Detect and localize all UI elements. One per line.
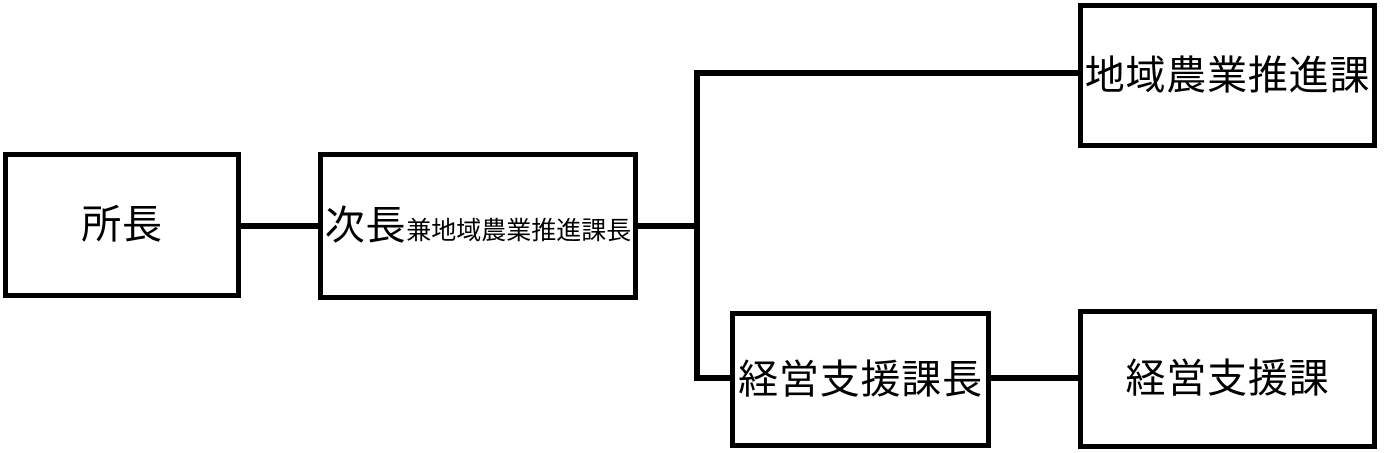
node-management-support-chief-label: 経営支援課長 [738, 356, 983, 403]
node-agriculture-promotion-division: 地域農業推進課 [1078, 3, 1377, 148]
node-management-support-division: 経営支援課 [1078, 309, 1377, 449]
connector-branch-to-support-chief [694, 375, 733, 381]
connector-director-to-deputy [238, 223, 321, 229]
connector-branch-trunk [694, 70, 700, 381]
node-director: 所長 [3, 152, 241, 298]
node-deputy-director: 次長 兼地域農業推進課長 [318, 152, 638, 300]
node-management-support-division-label: 経営支援課 [1125, 356, 1330, 402]
connector-support-chief-to-support-division [988, 375, 1081, 381]
node-management-support-chief: 経営支援課長 [730, 311, 991, 448]
node-deputy-director-label-sub: 兼地域農業推進課長 [406, 216, 632, 245]
connector-deputy-to-branch [635, 223, 700, 229]
node-deputy-director-label-group: 次長 兼地域農業推進課長 [325, 206, 632, 246]
node-director-label: 所長 [81, 202, 163, 248]
node-deputy-director-label-main: 次長 [324, 203, 407, 249]
connector-branch-to-agri-division [694, 70, 1081, 76]
node-agriculture-promotion-division-label: 地域農業推進課 [1084, 52, 1371, 99]
